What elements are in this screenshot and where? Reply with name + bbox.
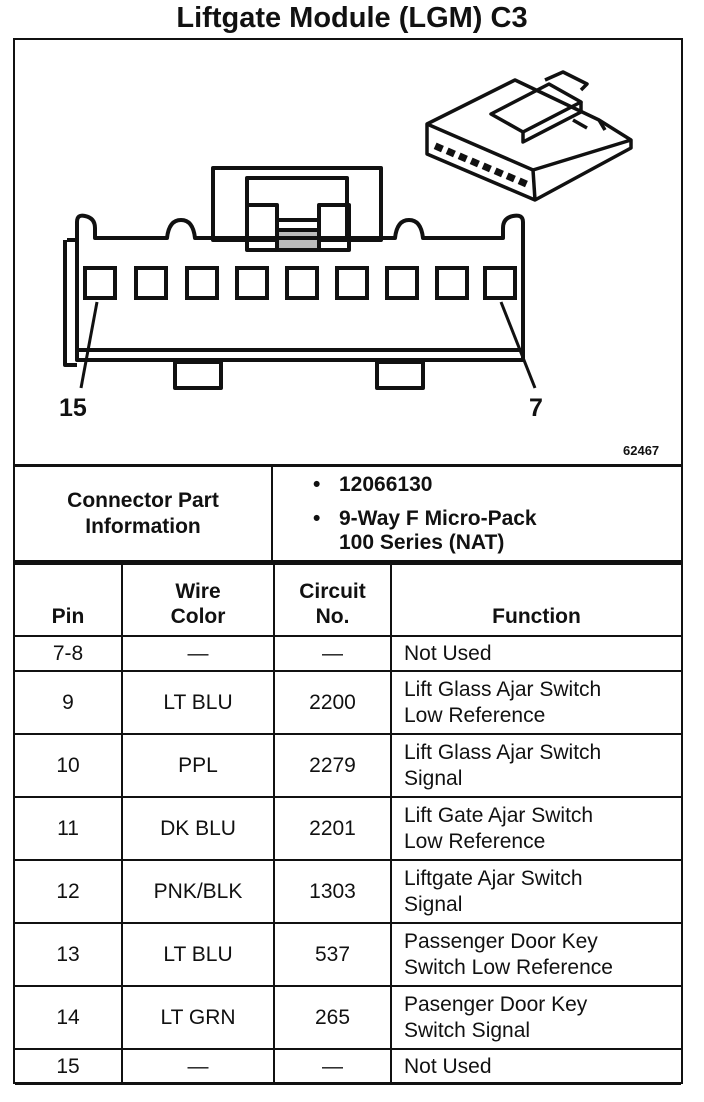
header-function: Function — [390, 563, 681, 637]
table-row: 7-8 — — Not Used — [15, 635, 681, 672]
circuit-cell: 265 — [273, 985, 392, 1050]
page-title: Liftgate Module (LGM) C3 — [176, 2, 528, 34]
pin-15-label: 15 — [59, 394, 87, 422]
wire-color-cell: — — [121, 1048, 275, 1085]
wire-color-cell: PNK/BLK — [121, 859, 275, 924]
pin-cell: 9 — [15, 670, 123, 735]
pin-cell: 14 — [15, 985, 123, 1050]
pin-cell: 11 — [15, 796, 123, 861]
pin-cell: 15 — [15, 1048, 123, 1085]
wire-color-cell: LT BLU — [121, 922, 275, 987]
connector-info-label: Connector Part Information — [15, 464, 273, 563]
circuit-cell: 1303 — [273, 859, 392, 924]
pin-cell: 7-8 — [15, 635, 123, 672]
connector-diagram: 15 7 62467 — [15, 40, 681, 464]
connector-part-info: Connector Part Information 12066130 9-Wa… — [15, 464, 681, 563]
part-number: 12066130 — [313, 473, 681, 497]
wire-color-cell: LT GRN — [121, 985, 275, 1050]
header-pin: Pin — [15, 563, 123, 637]
function-cell: Not Used — [390, 635, 681, 672]
pin-cell: 10 — [15, 733, 123, 798]
wire-color-cell: — — [121, 635, 275, 672]
pin-cavities — [83, 266, 517, 300]
circuit-cell: — — [273, 635, 392, 672]
circuit-cell: — — [273, 1048, 392, 1085]
function-cell: Not Used — [390, 1048, 681, 1085]
connector-info-details: 12066130 9-Way F Micro-Pack 100 Series (… — [271, 464, 681, 563]
circuit-cell: 2200 — [273, 670, 392, 735]
pin-cell: 13 — [15, 922, 123, 987]
wire-color-cell: LT BLU — [121, 670, 275, 735]
circuit-cell: 537 — [273, 922, 392, 987]
wire-color-cell: DK BLU — [121, 796, 275, 861]
wire-color-cell: PPL — [121, 733, 275, 798]
connector-isometric-view — [425, 70, 633, 202]
pin-7-label: 7 — [529, 394, 543, 422]
circuit-cell: 2279 — [273, 733, 392, 798]
table-row: 15 — — Not Used — [15, 1048, 681, 1085]
isometric-pin-openings — [433, 142, 528, 188]
circuit-cell: 2201 — [273, 796, 392, 861]
figure-number: 62467 — [623, 443, 660, 458]
pin-cell: 12 — [15, 859, 123, 924]
connector-face-drawing — [63, 70, 633, 390]
connector-sheet: 15 7 62467 Connector Part Information 12… — [13, 38, 683, 1085]
connector-description: 9-Way F Micro-Pack 100 Series (NAT) — [313, 507, 681, 555]
